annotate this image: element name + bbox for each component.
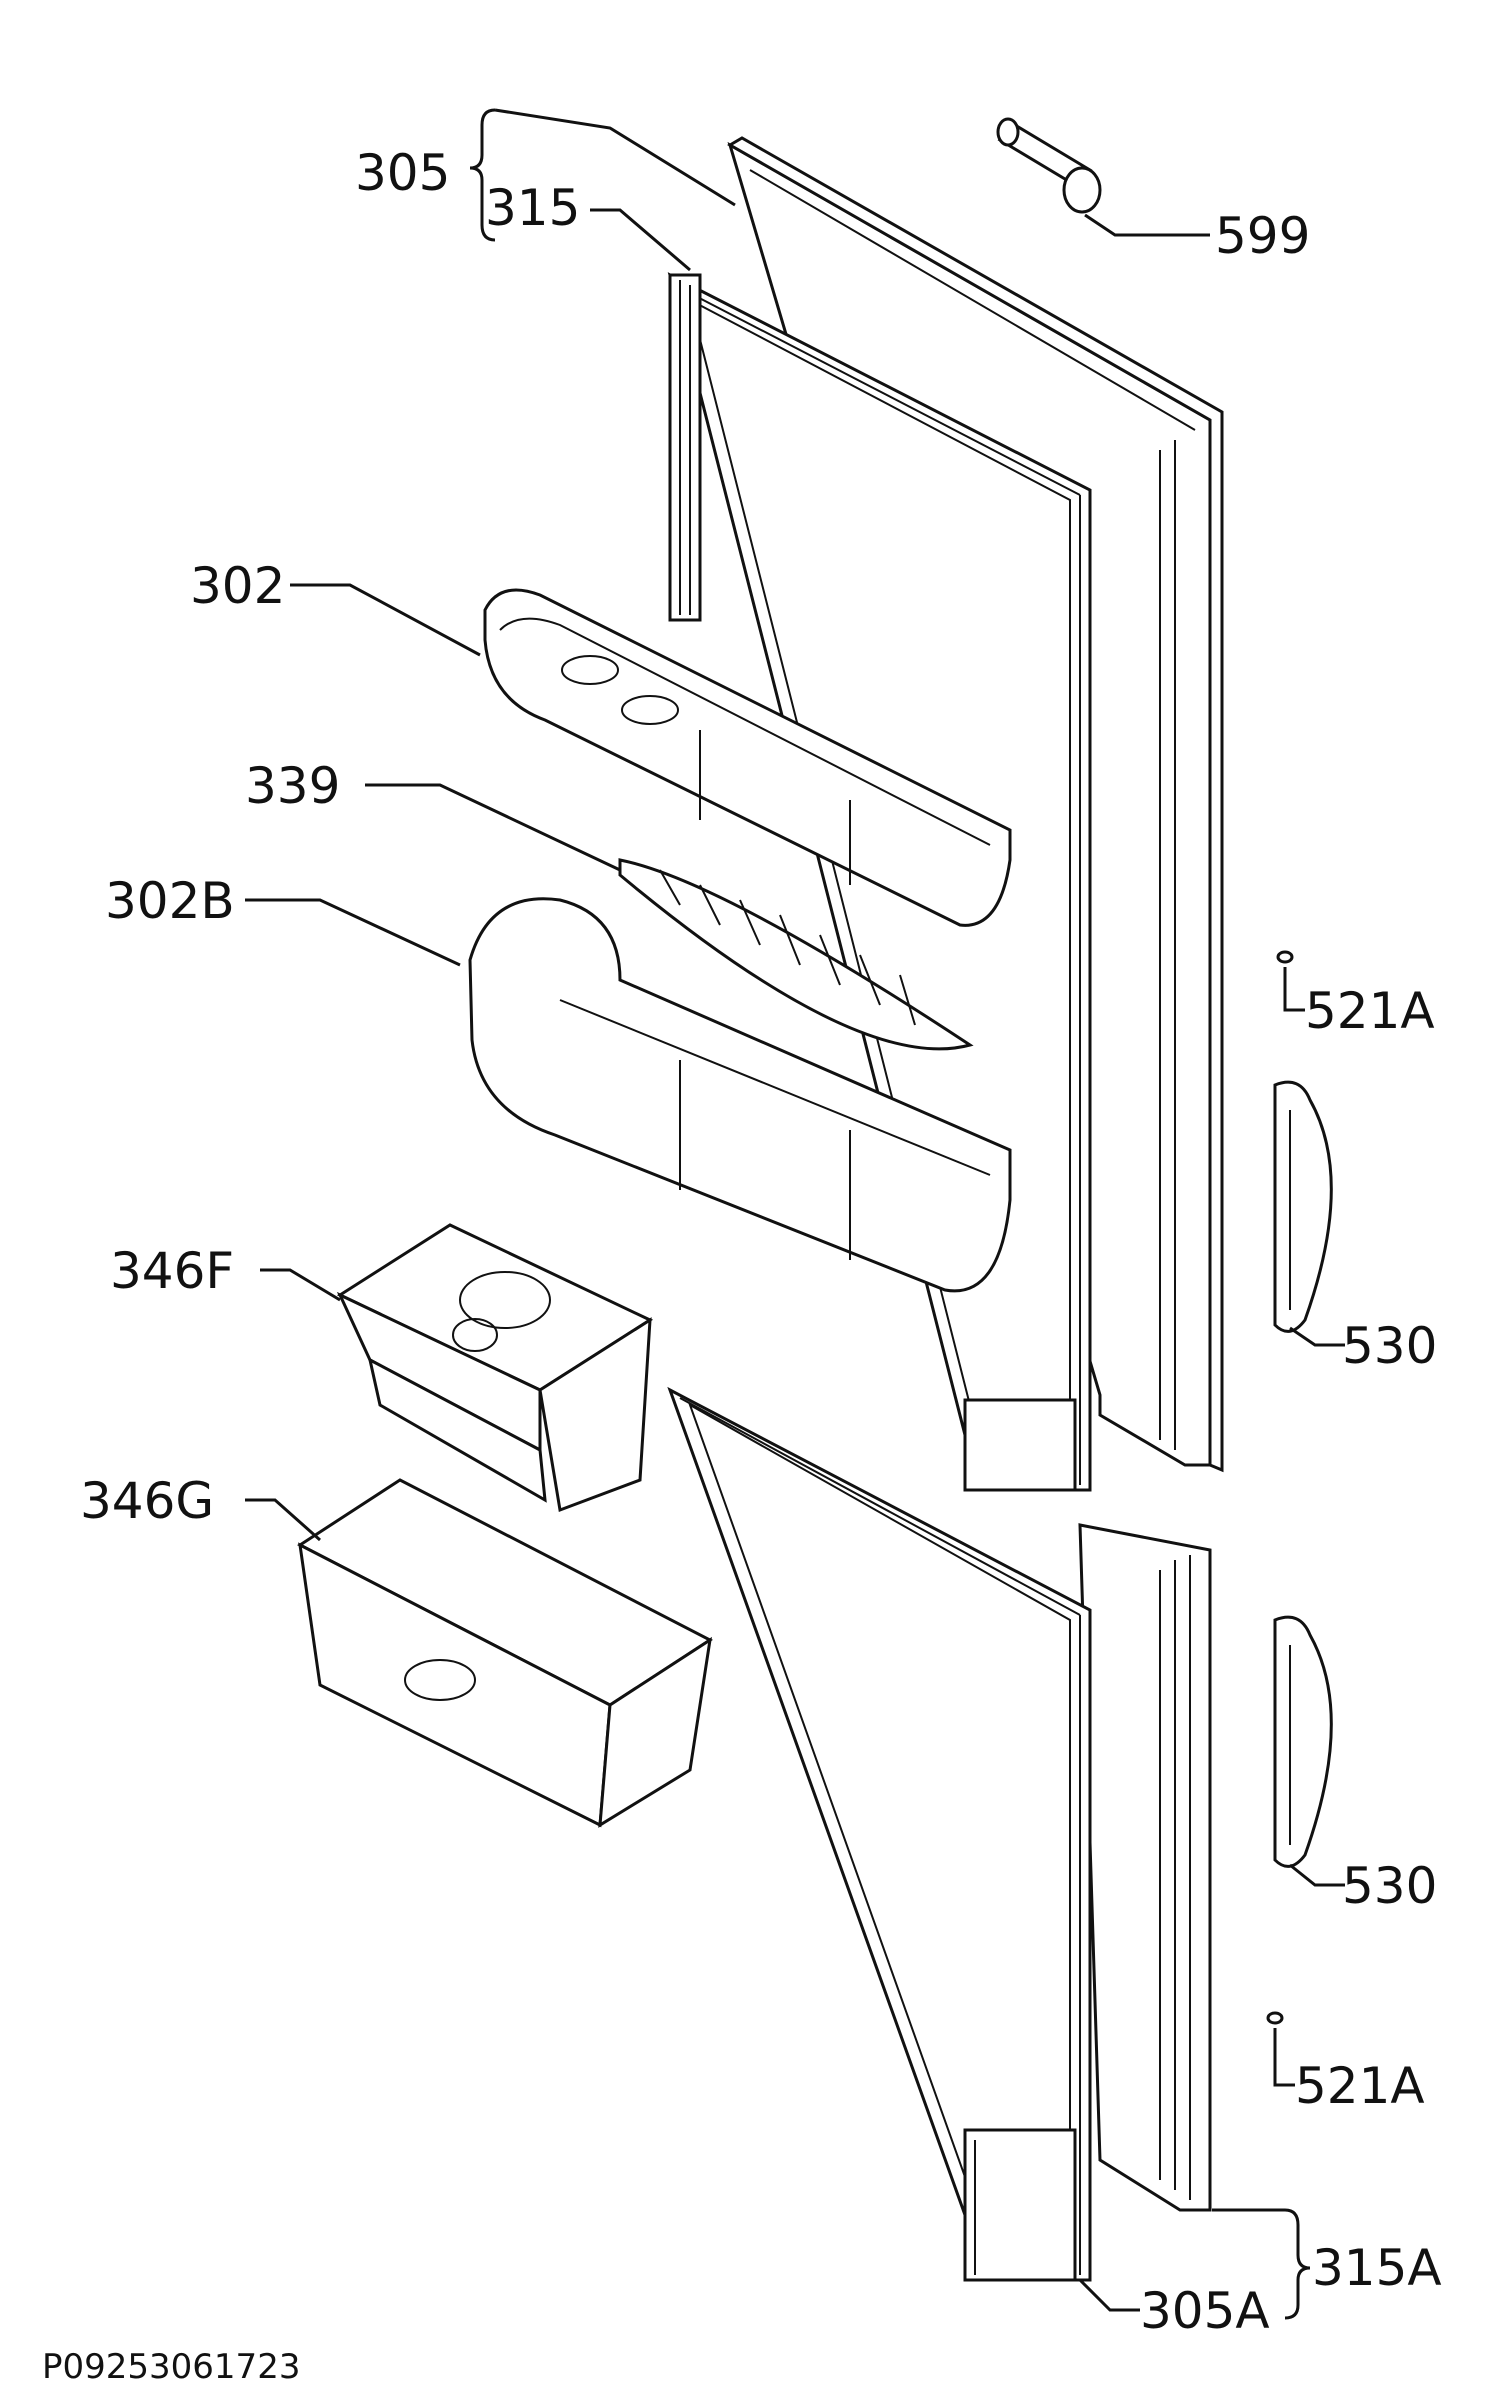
label-346f: 346F	[110, 1242, 234, 1300]
door-shelf-302b	[468, 897, 1012, 1293]
pin-599	[996, 117, 1102, 214]
label-305: 305	[355, 144, 450, 202]
label-530-bottom: 530	[1342, 1857, 1437, 1915]
part-labels: 305 315 599 302 339 302B 521A 346F 530 3…	[42, 144, 1442, 2387]
divider-339	[618, 858, 974, 1051]
label-530-top: 530	[1342, 1317, 1437, 1375]
bottle-box-346g	[297, 1478, 713, 1828]
lower-door	[667, 1386, 1212, 2282]
label-339: 339	[245, 757, 340, 815]
label-521a-bottom: 521A	[1295, 2057, 1425, 2115]
handle-530-top	[1273, 1080, 1333, 1333]
label-346g: 346G	[80, 1472, 214, 1530]
handle-530-bottom	[1273, 1615, 1333, 1868]
label-315a: 315A	[1312, 2239, 1442, 2297]
door-shelf-302	[483, 588, 1012, 927]
screw-521a-top	[1276, 950, 1294, 964]
label-521a-top: 521A	[1305, 982, 1435, 1040]
dairy-box-346f	[336, 1223, 654, 1513]
label-315: 315	[485, 179, 580, 237]
screw-521a-bottom	[1266, 2011, 1284, 2025]
drawing-code: P09253061723	[42, 2347, 300, 2387]
label-302: 302	[190, 557, 285, 615]
leader-lines	[245, 108, 1345, 2320]
label-599: 599	[1215, 207, 1310, 265]
label-302b: 302B	[105, 872, 235, 930]
label-305a: 305A	[1140, 2282, 1270, 2340]
